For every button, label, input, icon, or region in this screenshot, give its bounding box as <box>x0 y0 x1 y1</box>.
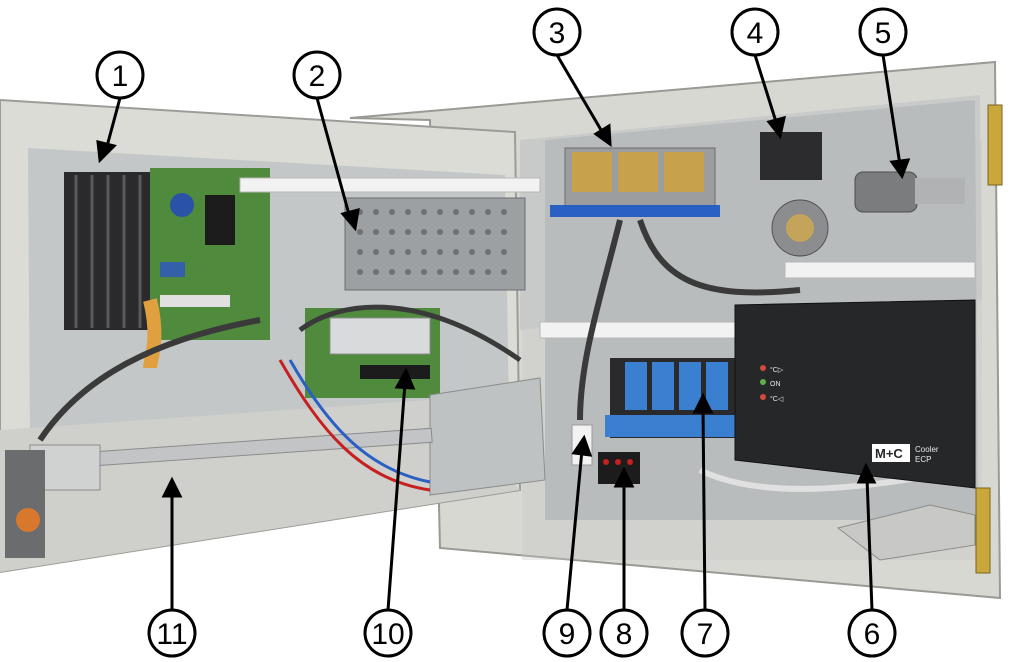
callout-1-label: 1 <box>112 60 129 93</box>
model-line-2: ECP <box>915 455 931 464</box>
power-supply <box>344 197 526 291</box>
callout-3-label: 3 <box>549 17 566 50</box>
led-heat-up <box>760 365 766 371</box>
led-heat-down <box>760 394 766 400</box>
callout-9: 9 <box>542 608 592 658</box>
brand-logo-bg <box>872 444 910 462</box>
callout-6-label: 6 <box>864 618 881 651</box>
callout-8: 8 <box>599 608 649 658</box>
fan-motor <box>760 132 829 257</box>
callout-5-label: 5 <box>875 17 892 50</box>
callout-3: 3 <box>532 7 582 57</box>
callout-5: 5 <box>858 7 908 57</box>
hinge-bottom <box>975 487 991 574</box>
callout-11: 11 <box>147 608 197 658</box>
heat-sink <box>64 172 152 330</box>
callout-10: 10 <box>363 608 413 658</box>
callout-arrows <box>96 54 911 611</box>
callout-6: 6 <box>847 608 897 658</box>
sensor-pcb <box>305 308 440 398</box>
callout-10-label: 10 <box>371 618 404 651</box>
callout-8-label: 8 <box>616 618 633 651</box>
cable-duct-door <box>239 177 541 193</box>
led-label-1: °C▷ <box>770 366 784 374</box>
contactor-block <box>550 147 720 217</box>
control-pcb <box>150 168 270 340</box>
callout-4-label: 4 <box>747 17 764 50</box>
callout-2: 2 <box>292 50 342 100</box>
callout-4: 4 <box>730 7 780 57</box>
cooler-controller: °C▷ ON °C◁ M+C Cooler ECP <box>734 299 976 489</box>
led-label-3: °C◁ <box>770 395 784 403</box>
callout-1: 1 <box>95 50 145 100</box>
callout-2-label: 2 <box>309 60 326 93</box>
hinge-top <box>987 104 1003 186</box>
led-on <box>760 379 766 385</box>
led-label-2: ON <box>770 381 781 388</box>
callout-9-label: 9 <box>559 618 576 651</box>
callout-11-label: 11 <box>156 618 187 651</box>
relay-terminal-strip <box>605 358 735 438</box>
brand-logo: M+C <box>875 446 903 461</box>
cover-plate <box>429 377 546 496</box>
callout-7-label: 7 <box>697 618 714 651</box>
door-wiring <box>37 304 522 492</box>
model-line-1: Cooler <box>915 445 939 454</box>
ribbon-cable <box>143 298 162 369</box>
solenoid-valve <box>854 171 965 213</box>
callout-7: 7 <box>680 608 730 658</box>
